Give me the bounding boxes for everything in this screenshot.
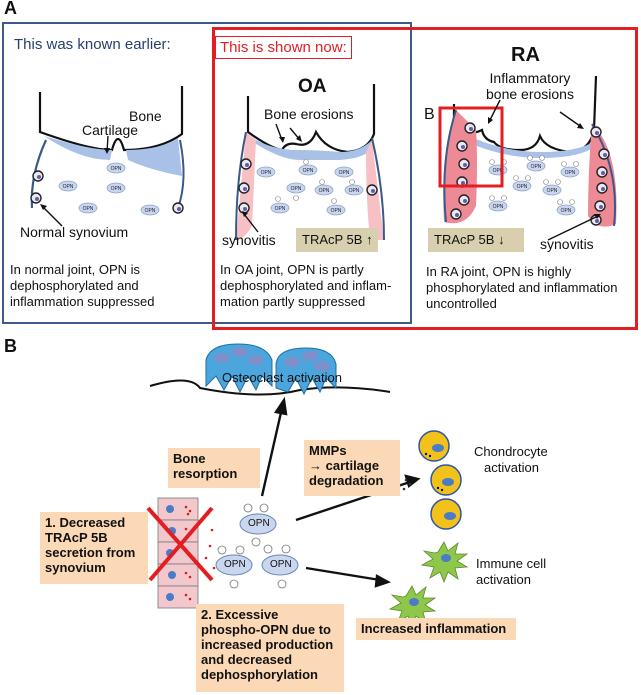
oa-note: In OA joint, OPN is partly dephosphoryla… <box>220 262 420 310</box>
normal-note-line: In normal joint, OPN is <box>10 262 141 277</box>
oa-tracp-label: TRAcP 5B <box>302 232 363 247</box>
phospho-opn-group <box>215 503 299 589</box>
ra-joint <box>438 75 617 241</box>
up-arrow-icon: ↑ <box>366 232 373 247</box>
osteoclast-left <box>205 343 273 394</box>
chondrocyte-line: Chondrocyte <box>474 444 548 459</box>
box1-line: TRAcP 5B <box>45 530 108 545</box>
box2-line: and decreased <box>201 652 293 667</box>
oa-tracp-box: TRAcP 5B ↑ <box>296 228 378 252</box>
down-arrow-icon: ↓ <box>498 232 505 247</box>
normal-cartilage-label: Cartilage <box>82 122 139 138</box>
box1-line: secretion from <box>45 545 136 560</box>
cross-out-icon <box>146 506 214 582</box>
bone-resorption-box: Bone resorption <box>168 448 260 488</box>
box2-line: phospho-OPN due to <box>201 622 331 637</box>
oa-erosions-label: Bone erosions <box>264 106 354 122</box>
ra-erosions-line: bone erosions <box>486 86 574 102</box>
osteoclast-right <box>275 347 337 396</box>
box2-line: dephosphorylation <box>201 667 318 682</box>
normal-joint <box>30 86 185 227</box>
chondrocyte-line: activation <box>484 460 539 475</box>
mmps-line: degradation <box>309 473 384 488</box>
mechanism-diagram <box>146 343 469 628</box>
mmps-box: MMPs → cartilage degradation <box>304 440 400 496</box>
chondrocytes <box>418 430 462 530</box>
excessive-phospho-opn-box: 2. Excessive phospho-OPN due to increase… <box>196 604 344 692</box>
ra-tracp-label: TRAcP 5B <box>434 232 495 247</box>
ra-b-marker: B <box>424 106 435 123</box>
arrow-to-immune <box>305 566 381 582</box>
panel-a-letter: A <box>4 0 17 18</box>
bone-surface-line <box>149 379 391 396</box>
opn-label-left: OPN <box>224 559 246 570</box>
normal-note-line: inflammation suppressed <box>10 294 155 309</box>
ra-note: In RA joint, OPN is highly phosphorylate… <box>426 264 636 312</box>
box1-line: synovium <box>45 560 106 575</box>
oa-note-line: In OA joint, OPN is partly <box>220 262 364 277</box>
inflammation-label: Increased inflammation <box>361 621 507 636</box>
chondrocyte-activation-label: Chondrocyte activation <box>474 444 548 476</box>
oa-note-line: mation partly suppressed <box>220 294 366 309</box>
decreased-tracp-box: 1. Decreased TRAcP 5B secretion from syn… <box>40 512 148 584</box>
normal-synovium-label: Normal synovium <box>20 224 129 240</box>
known-earlier-heading: This was known earlier: <box>14 36 171 53</box>
oa-note-line: dephosphorylated and inflam- <box>220 278 392 293</box>
immune-line: activation <box>476 572 531 587</box>
immune-line: Immune cell <box>476 556 547 571</box>
oa-joint <box>235 84 385 241</box>
arrow-to-osteoclast <box>260 407 284 497</box>
ra-tracp-box: TRAcP 5B ↓ <box>428 228 524 252</box>
known-earlier-frame <box>2 22 412 324</box>
immune-activation-label: Immune cell activation <box>476 556 546 588</box>
opn-label-top: OPN <box>248 518 270 529</box>
panel-b-letter: B <box>4 336 17 356</box>
osteoclast-activation-label: Osteoclast activation <box>222 370 342 385</box>
oa-synovitis-label: synovitis <box>222 232 276 248</box>
ra-erosions-line: Inflammatory <box>489 70 571 86</box>
increased-inflammation-box: Increased inflammation <box>356 618 516 640</box>
bone-resorption-line: Bone <box>173 451 206 466</box>
mmps-line: → cartilage <box>309 458 380 473</box>
ra-b-highlight <box>438 106 504 188</box>
shown-now-heading: This is shown now: <box>215 36 352 59</box>
immune-cells <box>388 541 469 628</box>
normal-bone-outline <box>38 86 184 152</box>
oa-title: OA <box>298 76 327 97</box>
normal-note-line: dephosphorylated and <box>10 278 139 293</box>
ra-synovitis-label: synovitis <box>540 236 594 252</box>
ra-note-line: phosphorylated and inflammation <box>426 280 618 295</box>
box2-line: 2. Excessive <box>201 607 279 622</box>
ra-note-line: uncontrolled <box>426 296 497 311</box>
shown-now-frame <box>212 27 638 330</box>
box2-line: increased production <box>201 637 334 652</box>
ra-note-line: In RA joint, OPN is highly <box>426 264 572 279</box>
joint-drawings: OPN <box>30 75 617 241</box>
normal-cartilage <box>44 136 112 160</box>
ra-title: RA <box>511 44 540 66</box>
normal-bone-label: Bone <box>129 108 162 124</box>
mmps-line: MMPs <box>309 443 347 458</box>
synovium-cells <box>157 497 216 609</box>
ra-erosions-label: Inflammatory bone erosions <box>486 70 574 102</box>
opn-label-right: OPN <box>270 559 292 570</box>
normal-note: In normal joint, OPN is dephosphorylated… <box>10 262 210 310</box>
box1-line: 1. Decreased <box>45 515 126 530</box>
bone-resorption-line: resorption <box>173 466 238 481</box>
